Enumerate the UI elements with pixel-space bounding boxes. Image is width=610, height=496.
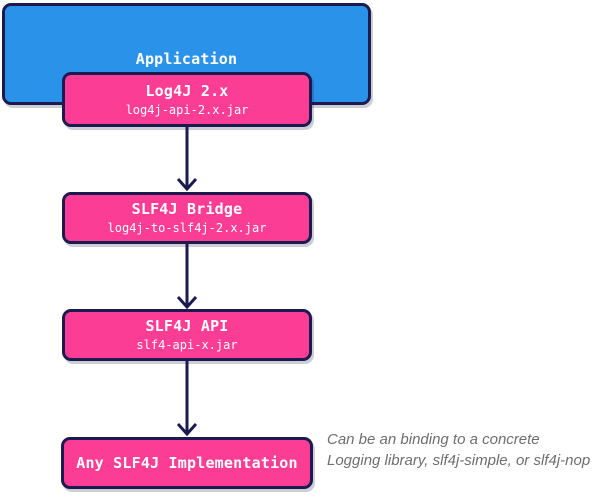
node-slf4j-api-title: SLF4J API: [145, 317, 229, 335]
node-log4j-jar: log4j-api-2.x.jar: [125, 102, 249, 117]
node-slf4j-implementation-title: Any SLF4J Implementation: [76, 454, 298, 472]
node-slf4j-bridge-title: SLF4J Bridge: [131, 200, 243, 218]
arrow-api-to-impl: [176, 361, 198, 437]
node-slf4j-bridge: SLF4J Bridge log4j-to-slf4j-2.x.jar: [62, 192, 312, 244]
node-log4j-title: Log4J 2.x: [145, 81, 229, 100]
arrow-log4j-to-bridge: [176, 127, 198, 192]
annotation-note: Can be an binding to a concrete Logging …: [327, 431, 591, 469]
arrow-bridge-to-api: [176, 244, 198, 310]
node-application-title: Application: [135, 50, 238, 68]
node-slf4j-api: SLF4J API slf4-api-x.jar: [62, 309, 312, 361]
node-slf4j-implementation: Any SLF4J Implementation: [61, 437, 313, 489]
node-log4j: Log4J 2.x log4j-api-2.x.jar: [62, 72, 312, 127]
node-slf4j-api-jar: slf4-api-x.jar: [136, 338, 238, 352]
node-slf4j-bridge-jar: log4j-to-slf4j-2.x.jar: [107, 221, 267, 235]
